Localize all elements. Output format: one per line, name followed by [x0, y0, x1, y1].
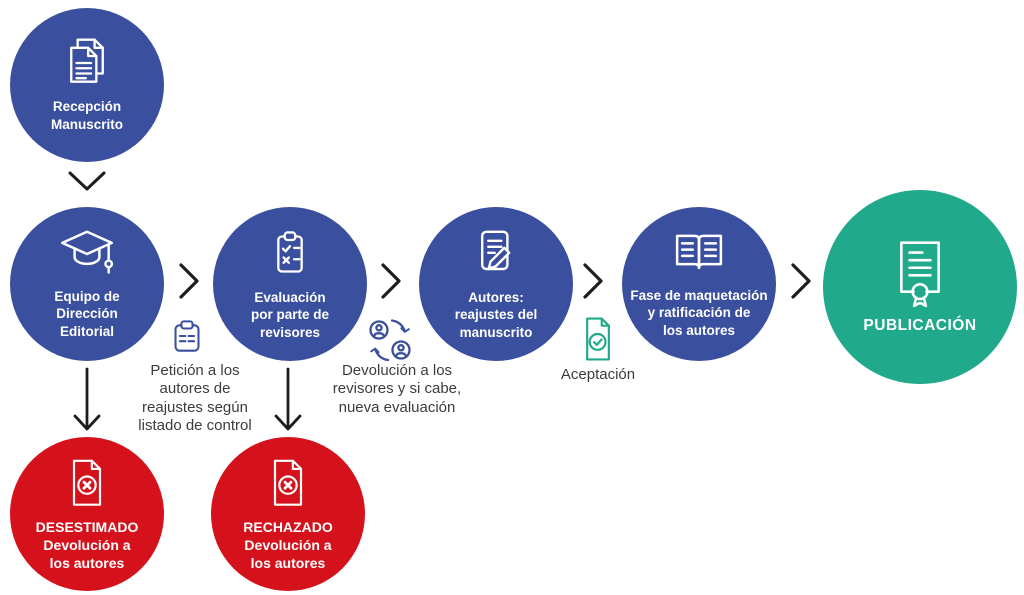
node-label: Fase de maquetación y ratificación de lo… [630, 287, 768, 338]
node-label: Autores: reajustes del manuscrito [454, 289, 538, 340]
node-label: Equipo de Dirección Editorial [54, 288, 120, 339]
edit-document-icon [481, 230, 511, 270]
reviewers-exchange-icon [369, 319, 411, 362]
notepad-icon [174, 320, 200, 352]
node-fase-maquetacion: Fase de maquetación y ratificación de lo… [622, 207, 776, 361]
node-label: RECHAZADO Devolución a los autores [243, 518, 333, 572]
chevron-right-icon [583, 263, 603, 299]
annotation-aceptacion: Aceptación [560, 366, 636, 383]
accepted-document-icon [586, 317, 610, 361]
chevron-down-icon [68, 171, 106, 191]
node-autores-reajustes: Autores: reajustes del manuscrito [419, 207, 573, 361]
chevron-right-icon [179, 263, 199, 299]
node-label: Recepción Manuscrito [50, 99, 123, 132]
node-equipo-direccion-editorial: Equipo de Dirección Editorial [10, 207, 164, 361]
chevron-right-icon [381, 263, 401, 299]
node-label: PUBLICACIÓN [863, 316, 977, 334]
node-rechazado: RECHAZADO Devolución a los autores [211, 437, 365, 591]
certificate-icon [900, 241, 940, 308]
node-desestimado: DESESTIMADO Devolución a los autores [10, 437, 164, 591]
arrow-down-icon [73, 367, 101, 431]
node-label: DESESTIMADO Devolución a los autores [35, 518, 139, 572]
rejected-document-icon [273, 459, 303, 506]
graduation-cap-icon [61, 230, 114, 274]
checklist-icon [277, 230, 303, 273]
node-recepcion-manuscrito: Recepción Manuscrito [10, 8, 164, 162]
node-publicacion: PUBLICACIÓN [823, 190, 1017, 384]
node-evaluacion-revisores: Evaluación por parte de revisores [213, 207, 367, 361]
annotation-devolucion: Devolución a los revisores y si cabe, nu… [332, 362, 462, 416]
open-book-icon [675, 234, 723, 269]
chevron-right-icon [791, 263, 811, 299]
documents-icon [70, 38, 104, 84]
node-label: Evaluación por parte de revisores [250, 289, 329, 340]
arrow-down-icon [274, 367, 302, 431]
annotation-peticion: Petición a los autores de reajustes segú… [138, 362, 252, 435]
rejected-document-icon [72, 459, 102, 506]
